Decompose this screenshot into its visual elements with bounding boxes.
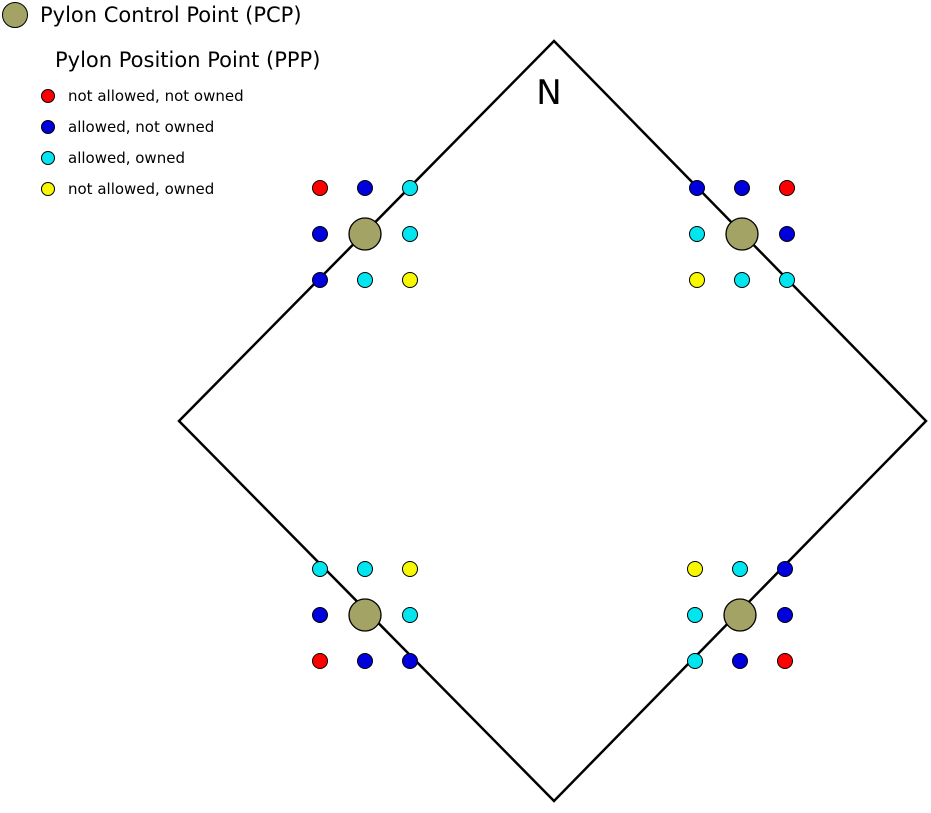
ppp-top-left-r1c2-blue (357, 180, 373, 196)
ppp-bottom-right-r3c3-red (777, 653, 793, 669)
ppp-top-left-r1c1-red (312, 180, 328, 196)
legend-item-red: not allowed, not owned (41, 86, 320, 106)
legend: Pylon Control Point (PCP) Pylon Position… (2, 1, 320, 199)
ppp-bottom-right-r2c1-cyan (687, 607, 703, 623)
ppp-bottom-right-r2c3-blue (777, 607, 793, 623)
cyan-dot-icon (41, 151, 55, 165)
ppp-top-left-r3c1-blue (312, 272, 328, 288)
pcp-top-right (725, 217, 759, 251)
legend-item-label: not allowed, owned (68, 180, 215, 198)
ppp-top-right-r2c1-cyan (689, 226, 705, 242)
ppp-bottom-left-r1c1-cyan (312, 561, 328, 577)
ppp-bottom-right-r1c3-blue (777, 561, 793, 577)
ppp-bottom-left-r3c3-blue (402, 653, 418, 669)
ppp-top-left-r2c1-blue (312, 226, 328, 242)
legend-item-label: not allowed, not owned (68, 87, 244, 105)
ppp-bottom-left-r1c2-cyan (357, 561, 373, 577)
pcp-legend-label: Pylon Control Point (PCP) (40, 3, 302, 27)
ppp-top-right-r2c3-blue (779, 226, 795, 242)
pcp-bottom-right (723, 598, 757, 632)
ppp-bottom-right-r3c2-blue (732, 653, 748, 669)
ppp-bottom-right-r1c1-yellow (687, 561, 703, 577)
ppp-top-right-r1c3-red (779, 180, 795, 196)
ppp-top-left-r3c2-cyan (357, 272, 373, 288)
ppp-top-right-r1c2-blue (734, 180, 750, 196)
north-label: N (536, 73, 561, 113)
legend-item-yellow: not allowed, owned (41, 179, 320, 199)
ppp-bottom-left-r1c3-yellow (402, 561, 418, 577)
legend-items: not allowed, not owned allowed, not owne… (41, 86, 320, 199)
pcp-bottom-left (348, 598, 382, 632)
ppp-top-right-r3c3-cyan (779, 272, 795, 288)
legend-pcp-row: Pylon Control Point (PCP) (2, 1, 320, 29)
ppp-bottom-left-r2c1-blue (312, 607, 328, 623)
ppp-top-right-r3c1-yellow (689, 272, 705, 288)
red-dot-icon (41, 89, 55, 103)
ppp-bottom-left-r2c3-cyan (402, 607, 418, 623)
blue-dot-icon (41, 120, 55, 134)
ppp-top-right-r1c1-blue (689, 180, 705, 196)
ppp-bottom-right-r1c2-cyan (732, 561, 748, 577)
ppp-top-right-r3c2-cyan (734, 272, 750, 288)
ppp-bottom-left-r3c2-blue (357, 653, 373, 669)
ppp-bottom-left-r3c1-red (312, 653, 328, 669)
legend-item-label: allowed, owned (68, 149, 185, 167)
pcp-legend-icon (2, 2, 28, 28)
ppp-legend-label: Pylon Position Point (PPP) (55, 48, 321, 72)
ppp-top-left-r2c3-cyan (402, 226, 418, 242)
ppp-top-left-r1c3-cyan (402, 180, 418, 196)
legend-item-cyan: allowed, owned (41, 148, 320, 168)
yellow-dot-icon (41, 182, 55, 196)
legend-item-label: allowed, not owned (68, 118, 215, 136)
ppp-top-left-r3c3-yellow (402, 272, 418, 288)
pcp-top-left (348, 217, 382, 251)
course-square-outline (177, 39, 928, 803)
ppp-bottom-right-r3c1-cyan (687, 653, 703, 669)
legend-item-blue: allowed, not owned (41, 117, 320, 137)
